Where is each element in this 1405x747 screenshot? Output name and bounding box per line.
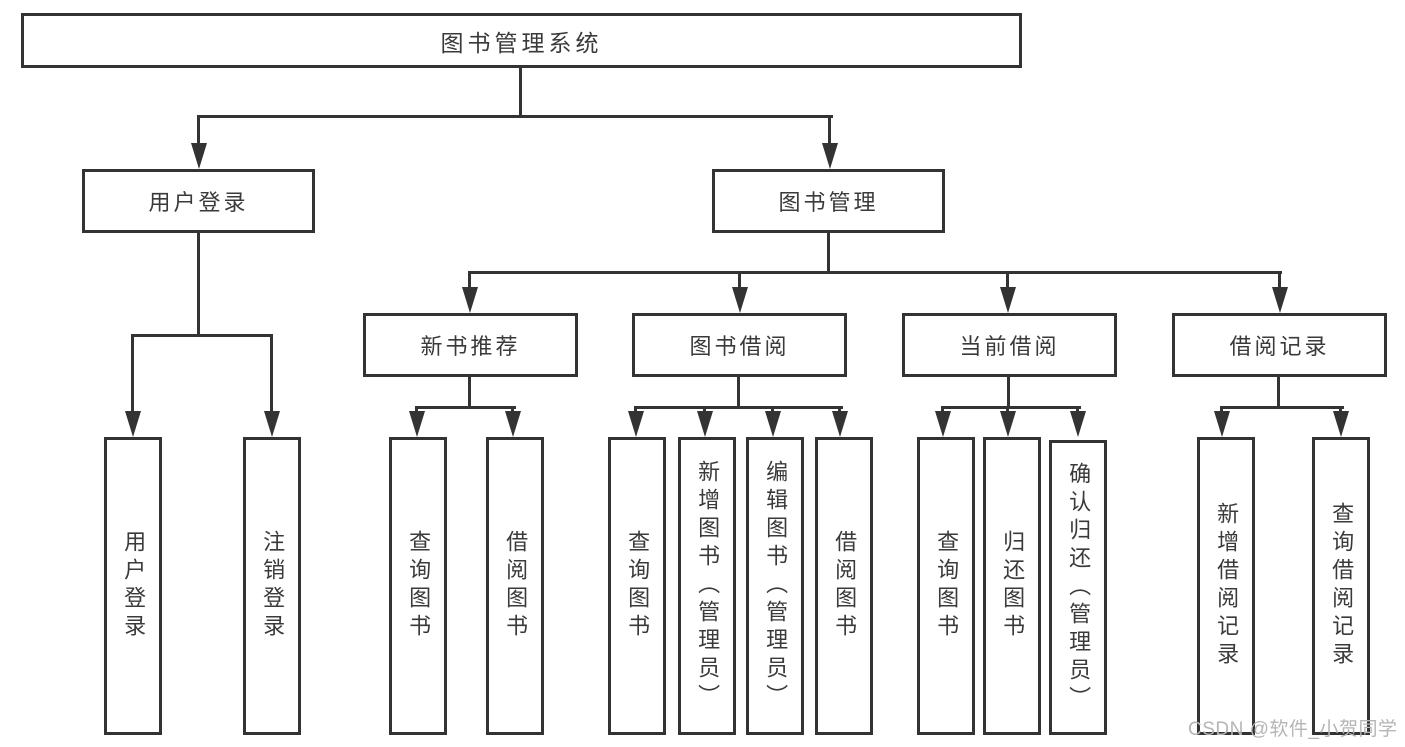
watermark-text: CSDN @软件_小贺同学 <box>1188 719 1398 740</box>
arrow-down-icon <box>505 411 521 437</box>
leaf-query-books-borrowing: 查询图书 <box>608 437 666 735</box>
node-current-borrowing: 当前借阅 <box>902 313 1117 377</box>
arrow-down-icon <box>1000 287 1016 313</box>
node-borrow-records: 借阅记录 <box>1172 313 1387 377</box>
connector-stub <box>828 115 831 145</box>
connector-stub <box>738 271 741 289</box>
connector-stub <box>270 334 273 413</box>
connector-root-horizontal <box>197 115 833 118</box>
arrow-down-icon <box>1333 411 1349 437</box>
node-new-book-recommend: 新书推荐 <box>363 313 578 377</box>
connector-stub <box>131 334 134 413</box>
leaf-query-books-recommend: 查询图书 <box>389 437 447 735</box>
connector-stub <box>468 271 471 289</box>
node-book-borrowing: 图书借阅 <box>632 313 847 377</box>
arrow-down-icon <box>264 411 280 437</box>
connector-borrowing-vertical <box>737 377 740 408</box>
connector-bookmgmt-vertical <box>827 232 830 274</box>
connector-records-horizontal <box>1220 406 1344 409</box>
arrow-down-icon <box>1272 287 1288 313</box>
arrow-down-icon <box>191 143 207 169</box>
connector-stub <box>1006 406 1009 413</box>
leaf-add-borrow-record: 新增借阅记录 <box>1197 437 1255 735</box>
arrow-down-icon <box>409 411 425 437</box>
leaf-query-borrow-record: 查询借阅记录 <box>1312 437 1370 735</box>
connector-stub <box>703 406 706 413</box>
connector-stub <box>1006 271 1009 289</box>
arrow-down-icon <box>462 287 478 313</box>
connector-stub <box>1278 271 1281 289</box>
arrow-down-icon <box>822 143 838 169</box>
connector-stub <box>1339 406 1342 413</box>
leaf-return-books: 归还图书 <box>983 437 1041 735</box>
leaf-user-login: 用户登录 <box>104 437 162 735</box>
leaf-edit-book-admin: 编辑图书（管理员） <box>746 437 804 735</box>
node-user-login: 用户登录 <box>82 169 315 233</box>
node-book-management: 图书管理 <box>712 169 945 233</box>
node-library-system: 图书管理系统 <box>21 13 1022 68</box>
connector-current-horizontal <box>941 406 1081 409</box>
connector-newbook-horizontal <box>415 406 516 409</box>
arrow-down-icon <box>125 411 141 437</box>
connector-userlogin-vertical <box>197 233 200 337</box>
connector-userlogin-horizontal <box>131 334 273 337</box>
connector-bookmgmt-horizontal <box>468 271 1282 274</box>
leaf-borrow-books: 借阅图书 <box>815 437 873 735</box>
arrow-down-icon <box>1214 411 1230 437</box>
leaf-borrow-books-recommend: 借阅图书 <box>486 437 544 735</box>
connector-root-vertical <box>519 68 522 118</box>
connector-stub <box>838 406 841 413</box>
arrow-down-icon <box>697 411 713 437</box>
leaf-add-book-admin: 新增图书（管理员） <box>678 437 736 735</box>
connector-stub <box>1220 406 1223 413</box>
arrow-down-icon <box>1070 411 1086 437</box>
arrow-down-icon <box>832 411 848 437</box>
arrow-down-icon <box>765 411 781 437</box>
connector-stub <box>197 115 200 145</box>
connector-stub <box>771 406 774 413</box>
arrow-down-icon <box>732 287 748 313</box>
connector-records-vertical <box>1277 377 1280 408</box>
connector-stub <box>415 406 418 413</box>
connector-current-vertical <box>1007 377 1010 408</box>
leaf-logout: 注销登录 <box>243 437 301 735</box>
arrow-down-icon <box>935 411 951 437</box>
leaf-confirm-return-admin: 确认归还（管理员） <box>1049 440 1107 735</box>
arrow-down-icon <box>628 411 644 437</box>
connector-borrowing-horizontal <box>634 406 843 409</box>
connector-stub <box>511 406 514 413</box>
connector-stub <box>1076 406 1079 413</box>
connector-newbook-vertical <box>468 377 471 408</box>
connector-stub <box>941 406 944 413</box>
arrow-down-icon <box>1000 411 1016 437</box>
leaf-query-books-current: 查询图书 <box>917 437 975 735</box>
connector-stub <box>634 406 637 413</box>
